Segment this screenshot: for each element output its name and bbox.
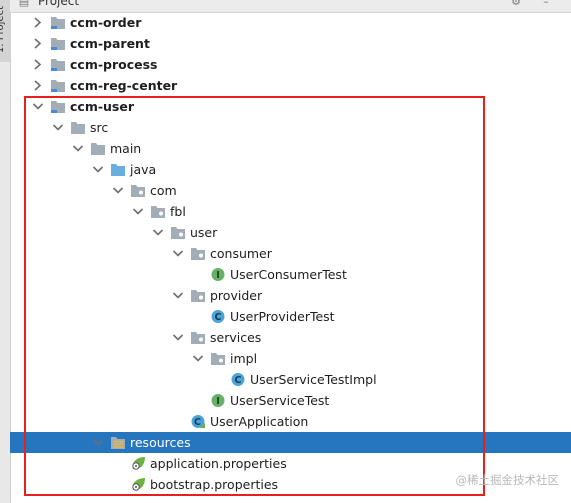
tree-row-consumer[interactable]: consumer — [10, 243, 571, 264]
expanded-arrow-icon[interactable] — [152, 222, 164, 243]
tree-item-label: ccm-user — [70, 99, 135, 114]
tree-row-resources[interactable]: resources — [10, 432, 571, 453]
tree-item-label: ccm-parent — [70, 36, 150, 51]
tree-item-label: resources — [130, 435, 191, 450]
tree-item-label: UserServiceTestImpl — [250, 372, 377, 387]
folder-icon — [90, 141, 106, 156]
tree-item-label: impl — [230, 351, 258, 366]
tree-row-bootstrap-properties[interactable]: bootstrap.properties — [10, 474, 571, 495]
package-icon — [190, 288, 206, 303]
tree-row-userservicetest[interactable]: I UserServiceTest — [10, 390, 571, 411]
spring-properties-icon — [130, 456, 146, 471]
folder-icon — [70, 120, 86, 135]
expanded-arrow-icon[interactable] — [172, 285, 184, 306]
interface-icon: I — [210, 393, 226, 408]
spring-class-icon: C — [190, 414, 206, 429]
tree-row-userapplication[interactable]: C UserApplication — [10, 411, 571, 432]
project-view-icon: ▤ — [18, 0, 30, 8]
expanded-arrow-icon[interactable] — [172, 243, 184, 264]
svg-text:C: C — [235, 375, 242, 386]
svg-text:I: I — [216, 270, 220, 281]
tree-item-label: src — [90, 120, 109, 135]
tool-window-strip: 1: Project — [0, 0, 11, 503]
tree-row-ccm-parent[interactable]: ccm-parent — [10, 33, 571, 54]
svg-text:C: C — [215, 312, 222, 323]
tree-item-label: services — [210, 330, 262, 345]
panel-title[interactable]: Project — [38, 0, 80, 8]
module-folder-icon — [50, 36, 66, 51]
tree-item-label: user — [190, 225, 218, 240]
class-icon: C — [210, 309, 226, 324]
class-icon: C — [230, 372, 246, 387]
tree-item-label: UserServiceTest — [230, 393, 330, 408]
spring-properties-icon — [130, 477, 146, 492]
tree-row-user[interactable]: user — [10, 222, 571, 243]
package-icon — [210, 351, 226, 366]
tree-row-services[interactable]: services — [10, 327, 571, 348]
tree-item-label: main — [110, 141, 142, 156]
tree-item-label: UserConsumerTest — [230, 267, 347, 282]
module-folder-icon — [50, 78, 66, 93]
package-icon — [190, 246, 206, 261]
tree-item-label: consumer — [210, 246, 272, 261]
source-folder-icon — [110, 162, 126, 177]
expanded-arrow-icon[interactable] — [192, 348, 204, 369]
tree-row-ccm-process[interactable]: ccm-process — [10, 54, 571, 75]
module-folder-icon — [50, 57, 66, 72]
tree-item-label: ccm-process — [70, 57, 158, 72]
settings-gear-icon[interactable]: ⚙ — [511, 0, 521, 8]
project-panel-header: ▤ Project ⚙ – — [10, 0, 571, 13]
svg-text:C: C — [194, 417, 201, 428]
interface-icon: I — [210, 267, 226, 282]
svg-text:I: I — [216, 396, 220, 407]
expanded-arrow-icon[interactable] — [72, 138, 84, 159]
tree-row-ccm-order[interactable]: ccm-order — [10, 12, 571, 33]
tree-item-label: bootstrap.properties — [150, 477, 279, 492]
package-icon — [150, 204, 166, 219]
expanded-arrow-icon[interactable] — [172, 327, 184, 348]
project-tree[interactable]: ccm-order ccm-parent ccm-process ccm-reg-ce… — [10, 12, 571, 503]
collapsed-arrow-icon[interactable] — [32, 33, 44, 54]
expanded-arrow-icon[interactable] — [32, 96, 44, 117]
tree-item-label: ccm-order — [70, 15, 142, 30]
hide-panel-icon[interactable]: – — [543, 0, 549, 8]
watermark: @稀土掘金技术社区 — [455, 473, 560, 487]
expanded-arrow-icon[interactable] — [52, 117, 64, 138]
resources-folder-icon — [110, 435, 126, 450]
expanded-arrow-icon[interactable] — [92, 432, 104, 453]
tree-item-label: fbl — [170, 204, 186, 219]
tree-row-impl[interactable]: impl — [10, 348, 571, 369]
tree-item-label: com — [150, 183, 177, 198]
tree-row-src[interactable]: src — [10, 117, 571, 138]
package-icon — [190, 330, 206, 345]
tree-row-com[interactable]: com — [10, 180, 571, 201]
tree-item-label: provider — [210, 288, 263, 303]
expanded-arrow-icon[interactable] — [132, 201, 144, 222]
tree-item-label: ccm-reg-center — [70, 78, 178, 93]
tree-row-userservicetestimpl[interactable]: C UserServiceTestImpl — [10, 369, 571, 390]
tree-row-application-properties[interactable]: application.properties — [10, 453, 571, 474]
module-folder-icon — [50, 99, 66, 114]
tree-row-userconsumertest[interactable]: I UserConsumerTest — [10, 264, 571, 285]
tree-row-userprovidertest[interactable]: C UserProviderTest — [10, 306, 571, 327]
project-tool-tab[interactable]: 1: Project — [0, 0, 10, 62]
package-icon — [170, 225, 186, 240]
tree-item-label: java — [130, 162, 157, 177]
tree-row-provider[interactable]: provider — [10, 285, 571, 306]
tree-row-main[interactable]: main — [10, 138, 571, 159]
tree-row-ccm-reg-center[interactable]: ccm-reg-center — [10, 75, 571, 96]
tree-row-ccm-user[interactable]: ccm-user — [10, 96, 571, 117]
module-folder-icon — [50, 15, 66, 30]
tree-row-java[interactable]: java — [10, 159, 571, 180]
collapsed-arrow-icon[interactable] — [32, 75, 44, 96]
tree-item-label: application.properties — [150, 456, 287, 471]
tree-item-label: UserProviderTest — [230, 309, 335, 324]
collapsed-arrow-icon[interactable] — [32, 12, 44, 33]
tree-item-label: UserApplication — [210, 414, 309, 429]
expanded-arrow-icon[interactable] — [92, 159, 104, 180]
package-icon — [130, 183, 146, 198]
tree-row-fbl[interactable]: fbl — [10, 201, 571, 222]
expanded-arrow-icon[interactable] — [112, 180, 124, 201]
collapsed-arrow-icon[interactable] — [32, 54, 44, 75]
